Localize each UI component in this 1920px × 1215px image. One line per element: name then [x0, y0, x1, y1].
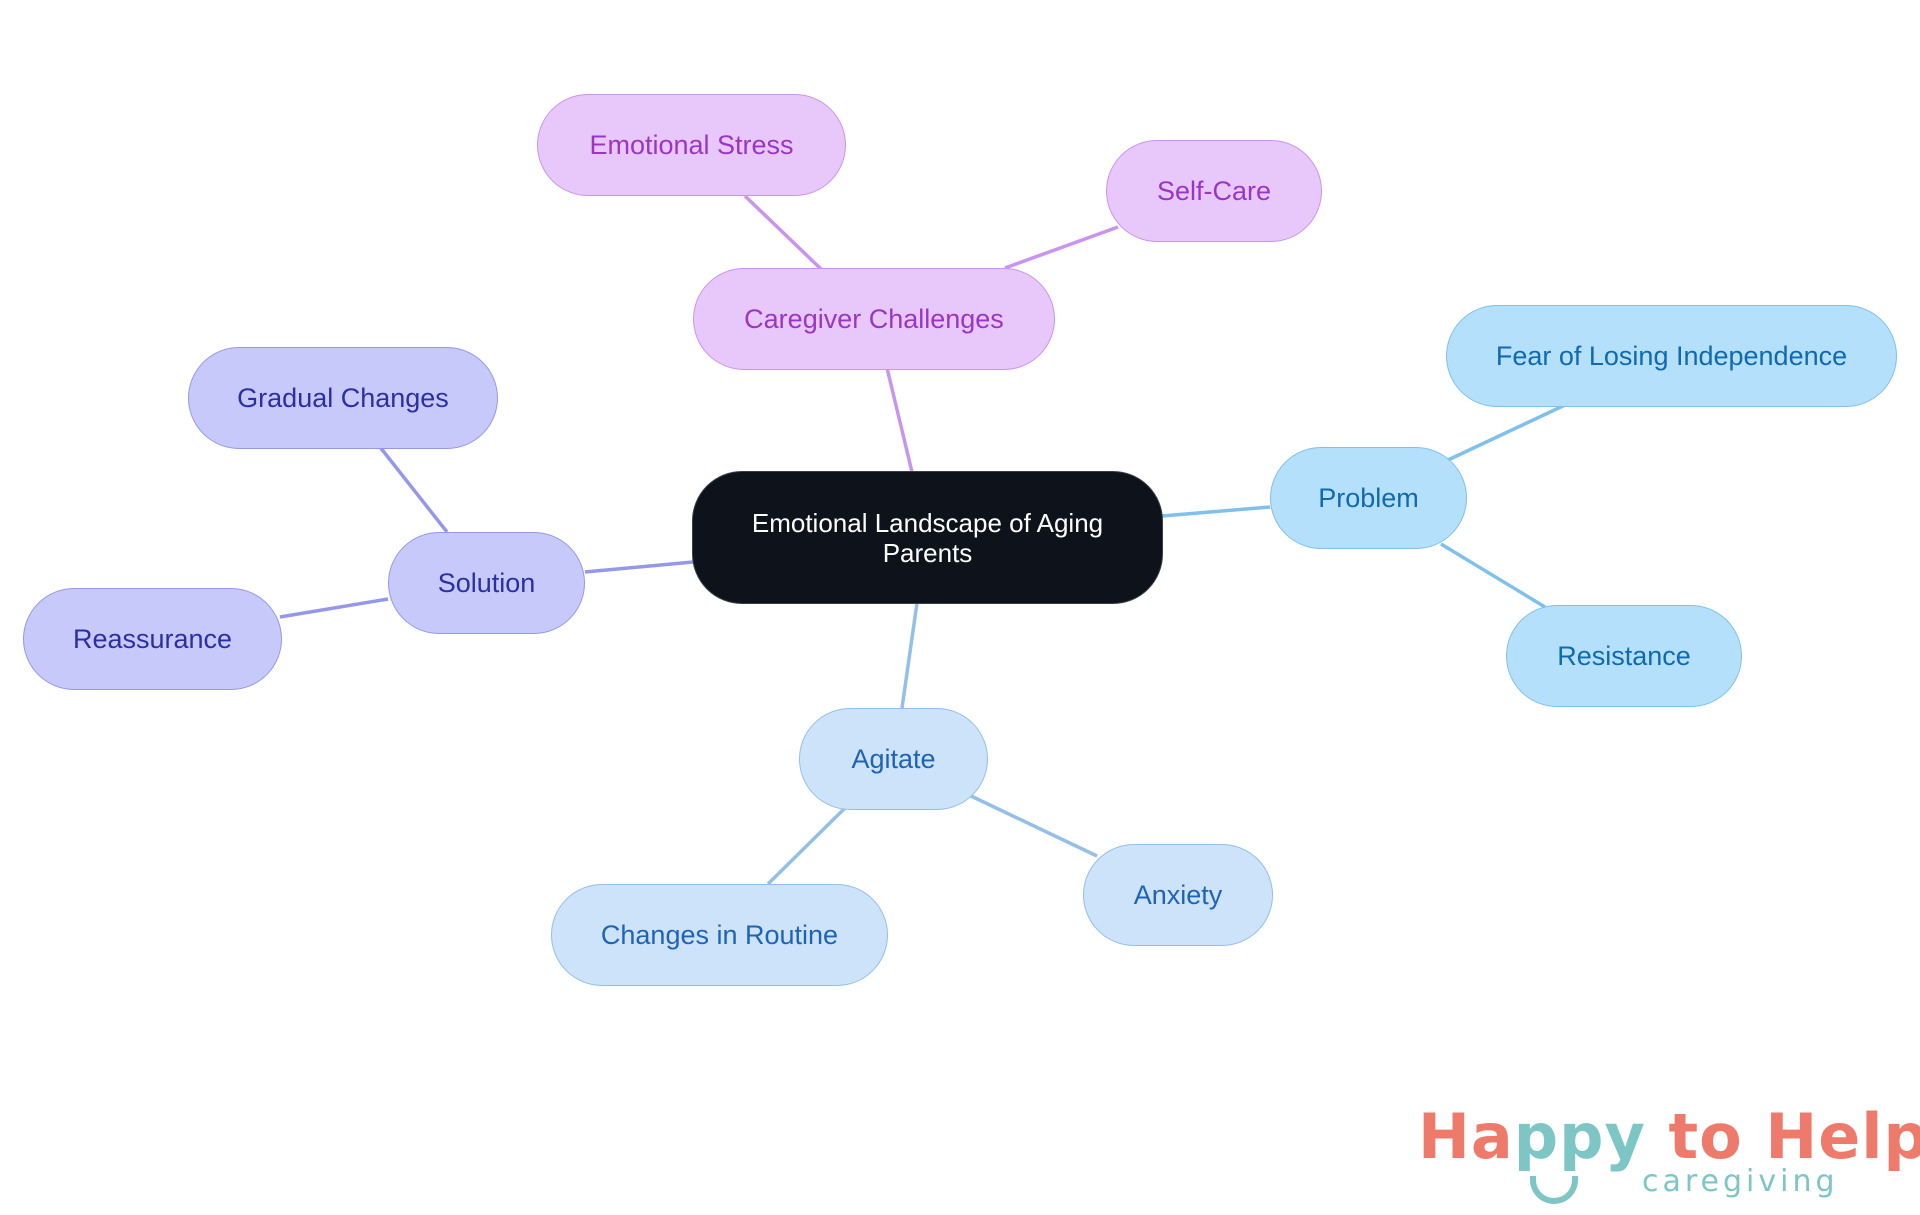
node-gradual-changes[interactable]: Gradual Changes	[188, 347, 498, 449]
root-label-line1: Emotional Landscape of Aging	[751, 507, 1104, 538]
node-label: Solution	[437, 568, 536, 598]
edge-agitate-changes	[766, 806, 847, 886]
edge-solution-reassurance	[279, 597, 389, 619]
happy-to-help-logo: Happy to Help caregiving	[1418, 1100, 1920, 1210]
node-label: Emotional Stress	[589, 130, 794, 160]
edge-caregiver-emotional-stress	[743, 194, 824, 272]
node-label: Self-Care	[1156, 176, 1272, 206]
edge-root-solution	[584, 560, 694, 574]
node-label: Changes in Routine	[600, 920, 839, 950]
node-label: Reassurance	[72, 624, 233, 654]
logo-wordmark: Happy to Help	[1418, 1100, 1920, 1173]
node-reassurance[interactable]: Reassurance	[23, 588, 282, 690]
node-agitate[interactable]: Agitate	[799, 708, 988, 810]
node-problem[interactable]: Problem	[1270, 447, 1467, 549]
smile-icon	[1530, 1176, 1578, 1204]
node-self-care[interactable]: Self-Care	[1106, 140, 1322, 242]
node-changes-in-routine[interactable]: Changes in Routine	[551, 884, 888, 986]
node-label: Resistance	[1557, 641, 1691, 671]
edge-problem-fear	[1447, 403, 1566, 462]
edge-agitate-anxiety	[970, 794, 1098, 858]
node-fear-of-losing-independence[interactable]: Fear of Losing Independence	[1446, 305, 1897, 407]
node-label: Anxiety	[1133, 880, 1223, 910]
node-label: Agitate	[851, 744, 936, 774]
edge-root-agitate	[900, 602, 919, 709]
root-label-line2: Parents	[882, 537, 973, 568]
node-emotional-stress[interactable]: Emotional Stress	[537, 94, 846, 196]
node-caregiver-challenges[interactable]: Caregiver Challenges	[693, 268, 1055, 370]
node-label: Caregiver Challenges	[744, 304, 1004, 334]
edge-root-caregiver	[885, 367, 914, 473]
node-label: Problem	[1318, 483, 1419, 513]
edge-solution-gradual	[378, 445, 449, 534]
logo-text-to-help: to Help	[1645, 1100, 1920, 1173]
logo-subtitle: caregiving	[1642, 1164, 1839, 1199]
node-anxiety[interactable]: Anxiety	[1083, 844, 1273, 946]
logo-text-ha: Ha	[1418, 1100, 1514, 1173]
node-label: Gradual Changes	[237, 383, 449, 413]
node-resistance[interactable]: Resistance	[1506, 605, 1742, 707]
node-label: Fear of Losing Independence	[1495, 341, 1848, 371]
root-node[interactable]: Emotional Landscape of Aging Parents	[692, 471, 1163, 604]
node-solution[interactable]: Solution	[388, 532, 585, 634]
edge-problem-resistance	[1440, 542, 1546, 609]
logo-text-ppy: ppy	[1513, 1100, 1646, 1173]
edge-root-problem	[1161, 505, 1271, 518]
edge-caregiver-self-care	[1004, 225, 1119, 270]
